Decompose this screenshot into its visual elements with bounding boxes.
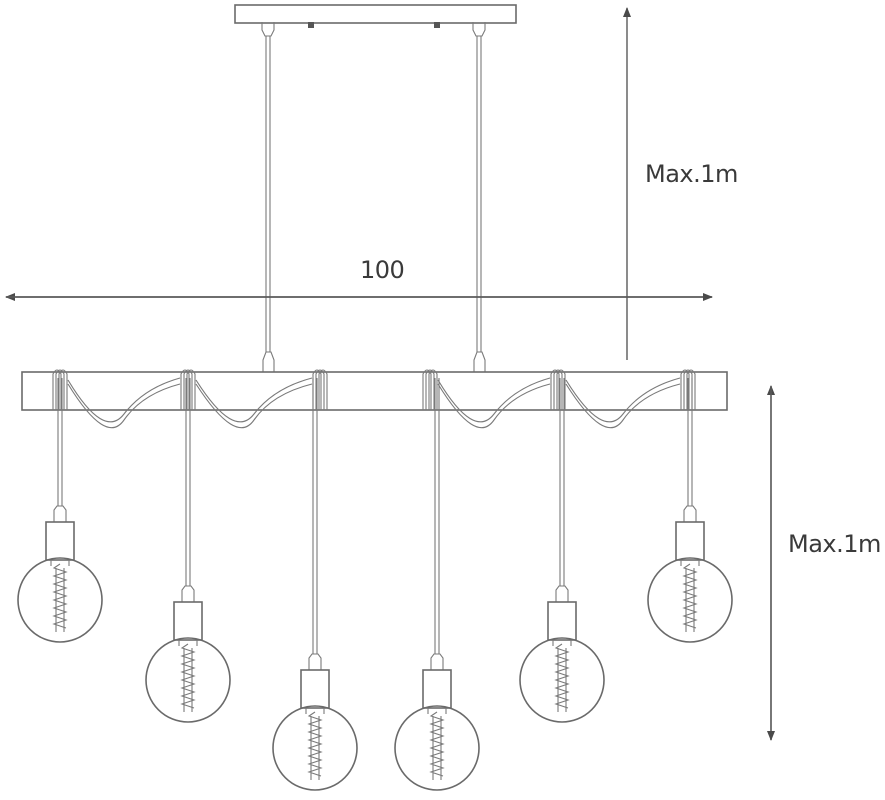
pendant-bulb-5 xyxy=(519,378,605,723)
ceiling-canopy xyxy=(234,4,517,37)
cable-swag-3 xyxy=(437,377,551,429)
lower-drop-label: Max.1m xyxy=(788,530,881,558)
width-label: 100 xyxy=(360,256,405,284)
draped-cables xyxy=(52,369,696,429)
pendant-bulb-2 xyxy=(145,378,231,723)
cable-swag-1 xyxy=(67,377,181,429)
pendant-bulb-6 xyxy=(647,378,733,643)
pendant-bulb-4 xyxy=(394,378,480,791)
cable-wrap-4 xyxy=(422,369,438,410)
cable-wrap-3 xyxy=(312,369,328,410)
cable-wrap-6 xyxy=(680,369,696,410)
cable-swag-4 xyxy=(565,377,681,429)
cable-wrap-5 xyxy=(550,369,566,410)
pendant-bulbs xyxy=(17,378,733,791)
suspension-cables xyxy=(262,36,486,372)
wooden-beam xyxy=(21,371,728,411)
cable-wrap-2 xyxy=(180,369,196,410)
cable-swag-2 xyxy=(195,377,313,429)
upper-drop-label: Max.1m xyxy=(645,160,738,188)
pendant-bulb-3 xyxy=(272,378,358,791)
pendant-bulb-1 xyxy=(17,378,103,643)
cable-wrap-1 xyxy=(52,369,68,410)
